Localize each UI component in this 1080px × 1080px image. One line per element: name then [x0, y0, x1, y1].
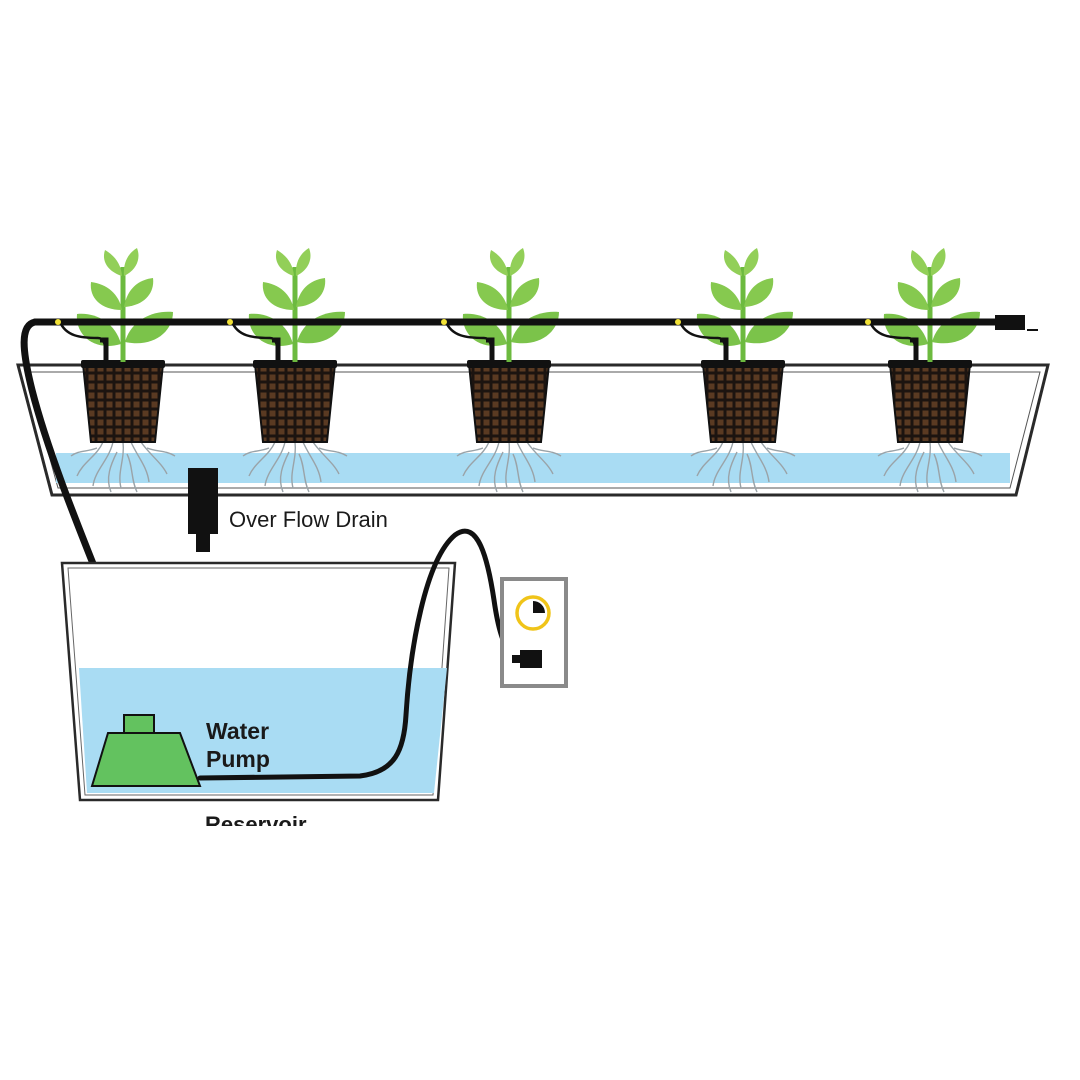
emitter-4	[675, 319, 729, 360]
emitter-5	[865, 319, 919, 360]
timer-outlet	[500, 577, 568, 688]
power-cord	[197, 528, 523, 781]
overflow-drain	[188, 468, 218, 552]
emitter-3	[441, 319, 495, 360]
power-plug-icon	[512, 650, 542, 668]
emitter-1	[55, 319, 109, 360]
emitter-2	[227, 319, 281, 360]
water-pump-label-line1: Water	[206, 718, 269, 744]
water-pump-label-line2: Pump	[206, 746, 270, 772]
overflow-drain-label: Over Flow Drain	[229, 507, 388, 532]
timer-icon	[515, 595, 551, 631]
drip-emitters	[55, 319, 919, 360]
water-pump	[90, 714, 202, 787]
